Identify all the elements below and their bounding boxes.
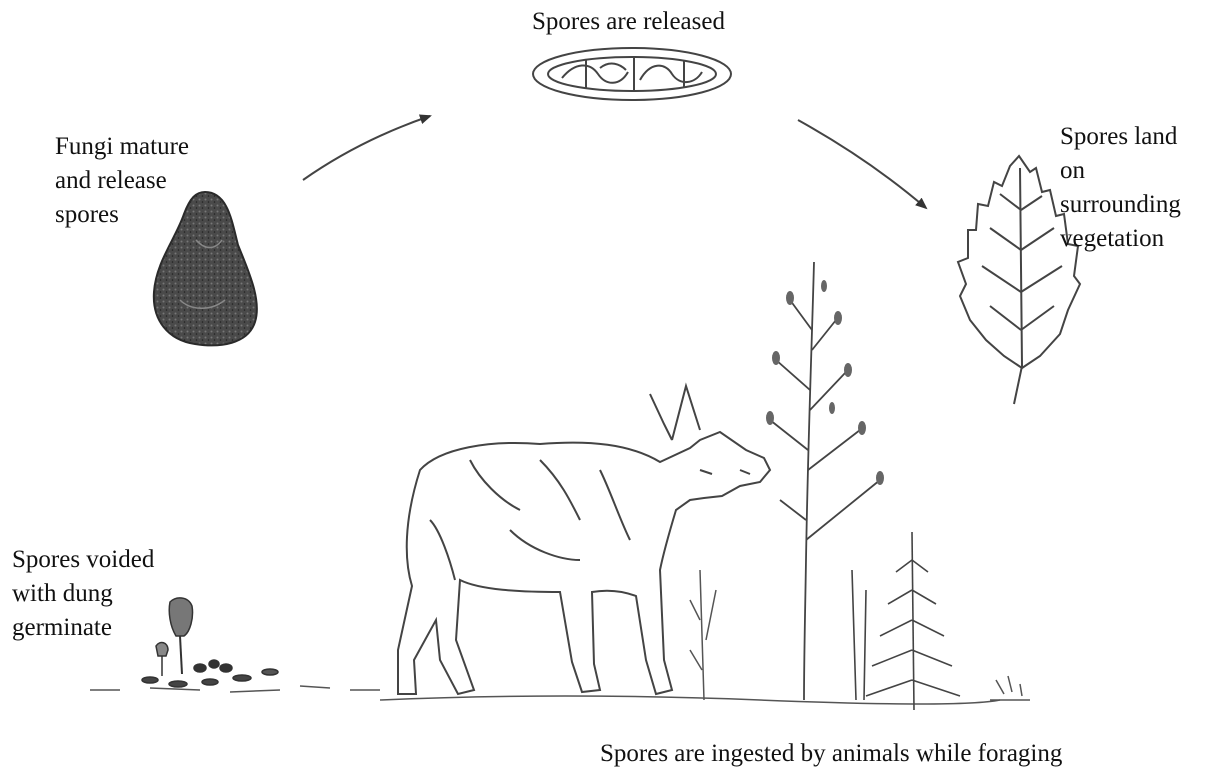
arrow-to-spores: [303, 116, 430, 180]
moose-icon: [398, 386, 770, 694]
label-line: surrounding: [1060, 188, 1181, 222]
label-line: Fungi mature: [55, 130, 189, 164]
sapling-icon: [766, 262, 884, 700]
label-line: on: [1060, 154, 1181, 188]
label-line: with dung: [12, 577, 154, 611]
dung-mushrooms-icon: [142, 598, 278, 687]
label-line: Spores voided: [12, 543, 154, 577]
label-line: and release: [55, 164, 189, 198]
label-line: germinate: [12, 611, 154, 645]
label-spores-released: Spores are released: [532, 5, 725, 39]
label-fungi-mature: Fungi mature and release spores: [55, 130, 189, 232]
label-spores-voided: Spores voided with dung germinate: [12, 543, 154, 645]
arrow-to-leaf: [798, 120, 926, 208]
label-line: vegetation: [1060, 222, 1181, 256]
label-line: Spores land: [1060, 120, 1181, 154]
spruce-icon: [852, 532, 960, 710]
label-line: spores: [55, 198, 189, 232]
shrub-icon: [690, 570, 1030, 700]
spore-capsule-icon: [533, 48, 731, 100]
label-spores-land: Spores land on surrounding vegetation: [1060, 120, 1181, 256]
label-spores-ingested: Spores are ingested by animals while for…: [600, 737, 1062, 771]
